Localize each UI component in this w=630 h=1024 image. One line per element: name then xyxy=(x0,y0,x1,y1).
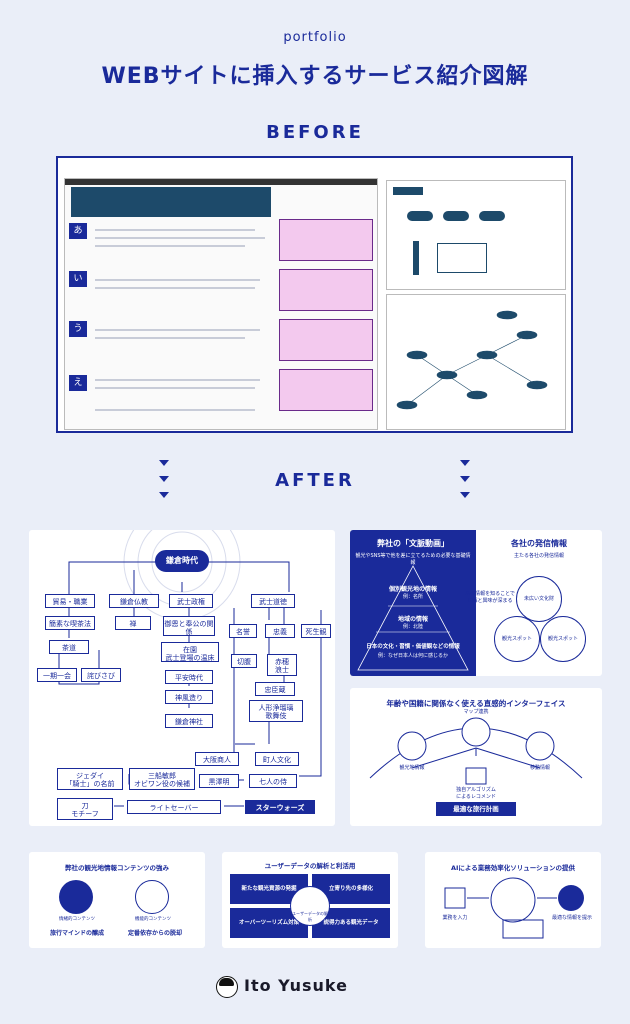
comment-box xyxy=(279,269,373,311)
pyramid-arrow-text: 基礎情報を知ることで 理解と興味が深まる xyxy=(465,591,515,604)
arrow-down-icons-left xyxy=(159,460,169,498)
doc-label-u: う xyxy=(69,321,87,337)
pyramid-level-2: 地域の情報 xyxy=(397,616,428,623)
pyramid-shape xyxy=(357,565,469,671)
doc-label-a: あ xyxy=(69,223,87,239)
node-kamakura-shrine: 鎌倉神社 xyxy=(165,714,213,728)
node-honor: 名誉 xyxy=(229,624,257,638)
interface-item-2: マップ連携 xyxy=(463,709,489,715)
pyramid-card: 弊社の「文脈動画」 観光やSNS等で他を差に立てるための必要な基礎情報 個別観光… xyxy=(350,530,602,676)
node-heian: 平安時代 xyxy=(165,670,213,684)
node-tea-ceremony: 茶道 xyxy=(49,640,89,654)
circle-spot-2: 観光スポット xyxy=(540,616,586,662)
pyramid-left-panel: 弊社の「文脈動画」 観光やSNS等で他を差に立てるための必要な基礎情報 個別観光… xyxy=(350,530,476,676)
before-label: BEFORE xyxy=(266,122,364,143)
center-node: 鎌倉時代 xyxy=(155,550,209,572)
node-ronin: 赤穂 浪士 xyxy=(267,654,297,676)
node-townsfolk: 町人文化 xyxy=(255,752,299,766)
node-shinpu: 神風造り xyxy=(165,690,213,704)
interface-card: 年齢や国籍に関係なく使える直感的インターフェイス 観光地情報 マップ連携 移動情… xyxy=(350,688,602,826)
search-icon xyxy=(135,880,169,914)
ai-input: 業務を入力 xyxy=(442,915,468,921)
doc-label-i: い xyxy=(69,271,87,287)
node-starwars: スターウォーズ xyxy=(245,800,315,814)
node-joruri: 人形浄瑠璃 歌舞伎 xyxy=(249,700,303,722)
node-loyalty: 忠義 xyxy=(265,624,295,638)
flow-sheet xyxy=(386,180,566,290)
kamakura-diagram-card: 鎌倉時代 貿易・職業 鎌倉仏教 武士政権 武士道徳 簡素な喫茶法 禅 御恩と奉公… xyxy=(29,530,335,826)
node-seven-samurai: 七人の侍 xyxy=(249,774,297,788)
ai-output: 最適な情報を提示 xyxy=(551,915,592,921)
ai-flow xyxy=(444,877,584,939)
node-mifune: 三船敏郎 オビワン役の候補 xyxy=(129,768,195,790)
arrow-down-icons-right xyxy=(460,460,470,498)
page-title: WEBサイトに挿入するサービス紹介図解 xyxy=(101,64,529,89)
strength-label-2: 機能的コンテンツ xyxy=(135,917,171,922)
before-frame: あ い う え xyxy=(56,156,573,433)
userdata-card: ユーザーデータの解析と利活用 新たな観光資源の発掘 立寄り先の多様化 オーバーツ… xyxy=(222,852,398,948)
right-subtitle: 主たる各社の発信情報 xyxy=(513,553,564,559)
pyramid-level-3: 日本の文化・習慣・価値観などの情報 xyxy=(366,644,460,650)
portfolio-label: portfolio xyxy=(283,30,347,45)
comment-box xyxy=(279,369,373,411)
node-tea-style: 簡素な喫茶法 xyxy=(45,616,95,630)
doc-label-e: え xyxy=(69,375,87,391)
ai-title: AIによる業務効率化ソリューションの提供 xyxy=(450,864,576,872)
strength-card: 弊社の観光地情報コンテンツの強み 情緒的コンテンツ 機能的コンテンツ 旅行マイン… xyxy=(29,852,205,948)
pyramid-level-1: 個別観光地の情報 xyxy=(388,586,437,593)
node-trade: 貿易・職業 xyxy=(45,594,95,608)
node-wabisabi: 詫びさび xyxy=(81,668,121,682)
node-estate: 在園 武士登場の温床 xyxy=(161,642,219,662)
circle-spot-1: 観光スポット xyxy=(494,616,540,662)
pyramid-level-3-sub: 例：なぜ日本人は何に感じるか xyxy=(377,653,448,659)
strength-label-1: 情緒的コンテンツ xyxy=(59,917,95,922)
eye-icon xyxy=(59,880,93,914)
author-name: Ito Yusuke xyxy=(244,976,348,995)
network-sheet xyxy=(386,294,566,430)
node-warrior-gov: 武士政権 xyxy=(169,594,213,608)
node-lightsaber: ライトセーバー xyxy=(127,800,221,814)
pyramid-subtitle: 観光やSNS等で他を差に立てるための必要な基礎情報 xyxy=(355,553,471,566)
pyramid-level-2-sub: 例：北陸 xyxy=(402,624,423,630)
after-label: AFTER xyxy=(275,470,355,491)
interface-result: 最適な旅行計画 xyxy=(436,802,516,816)
spreadsheet-document: あ い う え xyxy=(64,178,378,430)
node-buddhism: 鎌倉仏教 xyxy=(109,594,159,608)
userdata-center: ユーザーデータの解析 xyxy=(290,886,330,926)
interface-center-text: 独自アルゴリズム によるレコメンド xyxy=(456,787,496,800)
pyramid-level-1-sub: 例：名所 xyxy=(402,594,423,600)
pyramid-title: 弊社の「文脈動画」 xyxy=(377,539,449,548)
node-zen: 禅 xyxy=(115,616,151,630)
circle-culture: 未広い文化財 xyxy=(516,576,562,622)
comment-box xyxy=(279,319,373,361)
strength-caption-1: 旅行マインドの醸成 xyxy=(49,930,104,937)
interface-arcs xyxy=(369,717,583,785)
node-kurosawa: 黒澤明 xyxy=(199,774,239,788)
node-death-view: 死生観 xyxy=(301,624,331,638)
interface-title: 年齢や国籍に関係なく使える直感的インターフェイス xyxy=(386,699,566,708)
interface-item-3: 移動情報 xyxy=(529,765,550,771)
interface-item-1: 観光地情報 xyxy=(399,765,425,771)
avatar xyxy=(216,976,238,998)
strength-caption-2: 定番依存からの脱却 xyxy=(127,930,182,937)
node-chushingura: 忠臣蔵 xyxy=(255,682,295,696)
strength-title: 弊社の観光地情報コンテンツの強み xyxy=(65,864,169,872)
node-jedi: ジェダイ 「騎士」の名前 xyxy=(57,768,123,790)
node-seppuku: 切腹 xyxy=(231,654,257,668)
comment-box xyxy=(279,219,373,261)
userdata-title: ユーザーデータの解析と利活用 xyxy=(264,862,356,870)
ai-card: AIによる業務効率化ソリューションの提供 業務を入力 最適な情報を提示 xyxy=(425,852,601,948)
right-title: 各社の発信情報 xyxy=(511,539,567,548)
node-osaka-merchant: 大阪商人 xyxy=(195,752,239,766)
node-bushido: 武士道徳 xyxy=(251,594,295,608)
node-katana: 刀 モチーフ xyxy=(57,798,113,820)
node-ichigo: 一期一会 xyxy=(37,668,77,682)
node-feudal: 御恩と奉公の関係 xyxy=(163,616,215,636)
